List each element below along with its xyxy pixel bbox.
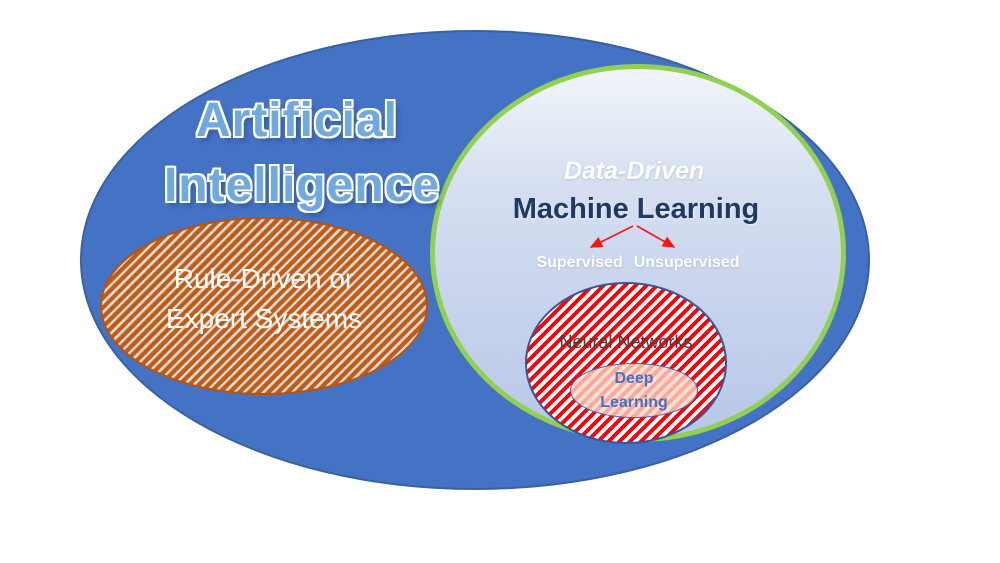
ml-branches: Supervised Unsupervised [488,252,788,273]
machine-learning-label: Machine Learning [512,193,760,225]
ai-title-line1: Artificial [195,94,399,147]
unsupervised-label: Unsupervised [633,254,740,271]
rule-driven-ellipse: Rule-Driven or Expert Systems [100,217,428,395]
data-driven-label: Data-Driven [563,157,705,185]
supervised-label: Supervised [536,254,623,271]
rule-driven-label-line1: Rule-Driven or [173,263,355,294]
ai-title-line2: Intelligence [163,159,441,212]
deep-learning-label-line2: Learning [600,393,668,411]
deep-learning-ellipse: Deep Learning [570,363,698,418]
deep-learning-label-line1: Deep [614,369,654,387]
neural-networks-label: Neural Networks [559,332,693,352]
rule-driven-label-line2: Expert Systems [165,303,363,334]
